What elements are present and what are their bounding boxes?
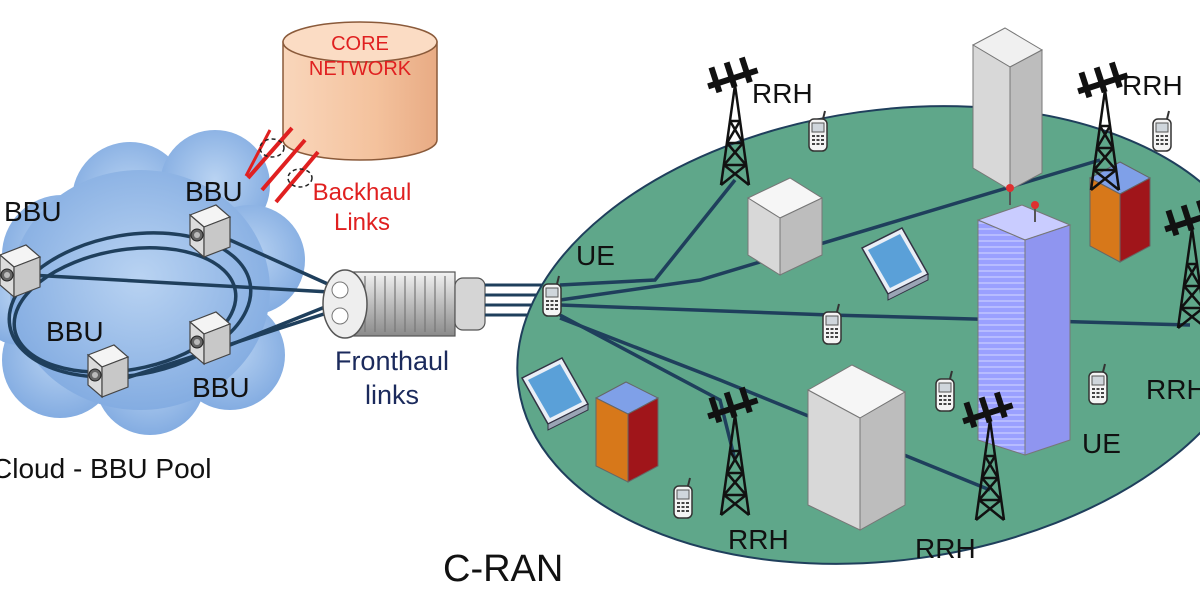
building-orange-right bbox=[1088, 161, 1152, 263]
cran-title: C-RAN bbox=[443, 548, 564, 590]
bbu-device-left bbox=[0, 244, 41, 298]
core-network-label-line2: NETWORK bbox=[308, 58, 412, 80]
ue-label-left: UE bbox=[576, 240, 615, 271]
backhaul-label-line1: Backhaul bbox=[312, 179, 412, 206]
backhaul-links bbox=[244, 126, 320, 204]
core-network-icon bbox=[282, 21, 438, 161]
rrh-label-bottom-right: RRH bbox=[915, 533, 976, 564]
bbu-label-left: BBU bbox=[4, 196, 62, 227]
rrh-label-right: RRH bbox=[1146, 374, 1200, 405]
building-skyscraper-purple bbox=[976, 184, 1072, 456]
bbu-label-top: BBU bbox=[185, 176, 243, 207]
fronthaul-label: Fronthaul links bbox=[322, 345, 462, 413]
fronthaul-label-line1: Fronthaul bbox=[334, 346, 450, 376]
core-network-label-line1: CORE bbox=[331, 33, 389, 55]
bbu-device-top bbox=[189, 204, 231, 258]
building-large-gray bbox=[806, 364, 907, 531]
ue-label-right: UE bbox=[1082, 428, 1121, 459]
bbu-device-right bbox=[189, 311, 231, 365]
backhaul-label-line2: Links bbox=[333, 209, 391, 236]
bbu-label-bottom-left: BBU bbox=[46, 316, 104, 347]
bbu-device-bottom bbox=[87, 344, 129, 398]
ue-phone-2 bbox=[1152, 110, 1172, 152]
building-tall-gray bbox=[971, 27, 1044, 191]
rrh-label-bottom-left: RRH bbox=[728, 524, 789, 555]
ue-phone-1 bbox=[808, 110, 828, 152]
backhaul-label: Backhaul Links bbox=[312, 178, 412, 238]
rrh-label-top-left: RRH bbox=[752, 78, 813, 109]
building-cube-gray bbox=[746, 177, 824, 276]
fronthaul-connector bbox=[322, 269, 486, 339]
fronthaul-label-line2: links bbox=[364, 379, 419, 410]
building-orange-left bbox=[594, 381, 660, 483]
bbu-pool-label: Cloud - BBU Pool bbox=[0, 453, 212, 484]
rrh-label-top-right: RRH bbox=[1122, 70, 1183, 101]
core-network-label: CORE NETWORK bbox=[305, 32, 415, 82]
bbu-label-bottom-right: BBU bbox=[192, 372, 250, 403]
backhaul-dashed-marks bbox=[259, 138, 313, 188]
